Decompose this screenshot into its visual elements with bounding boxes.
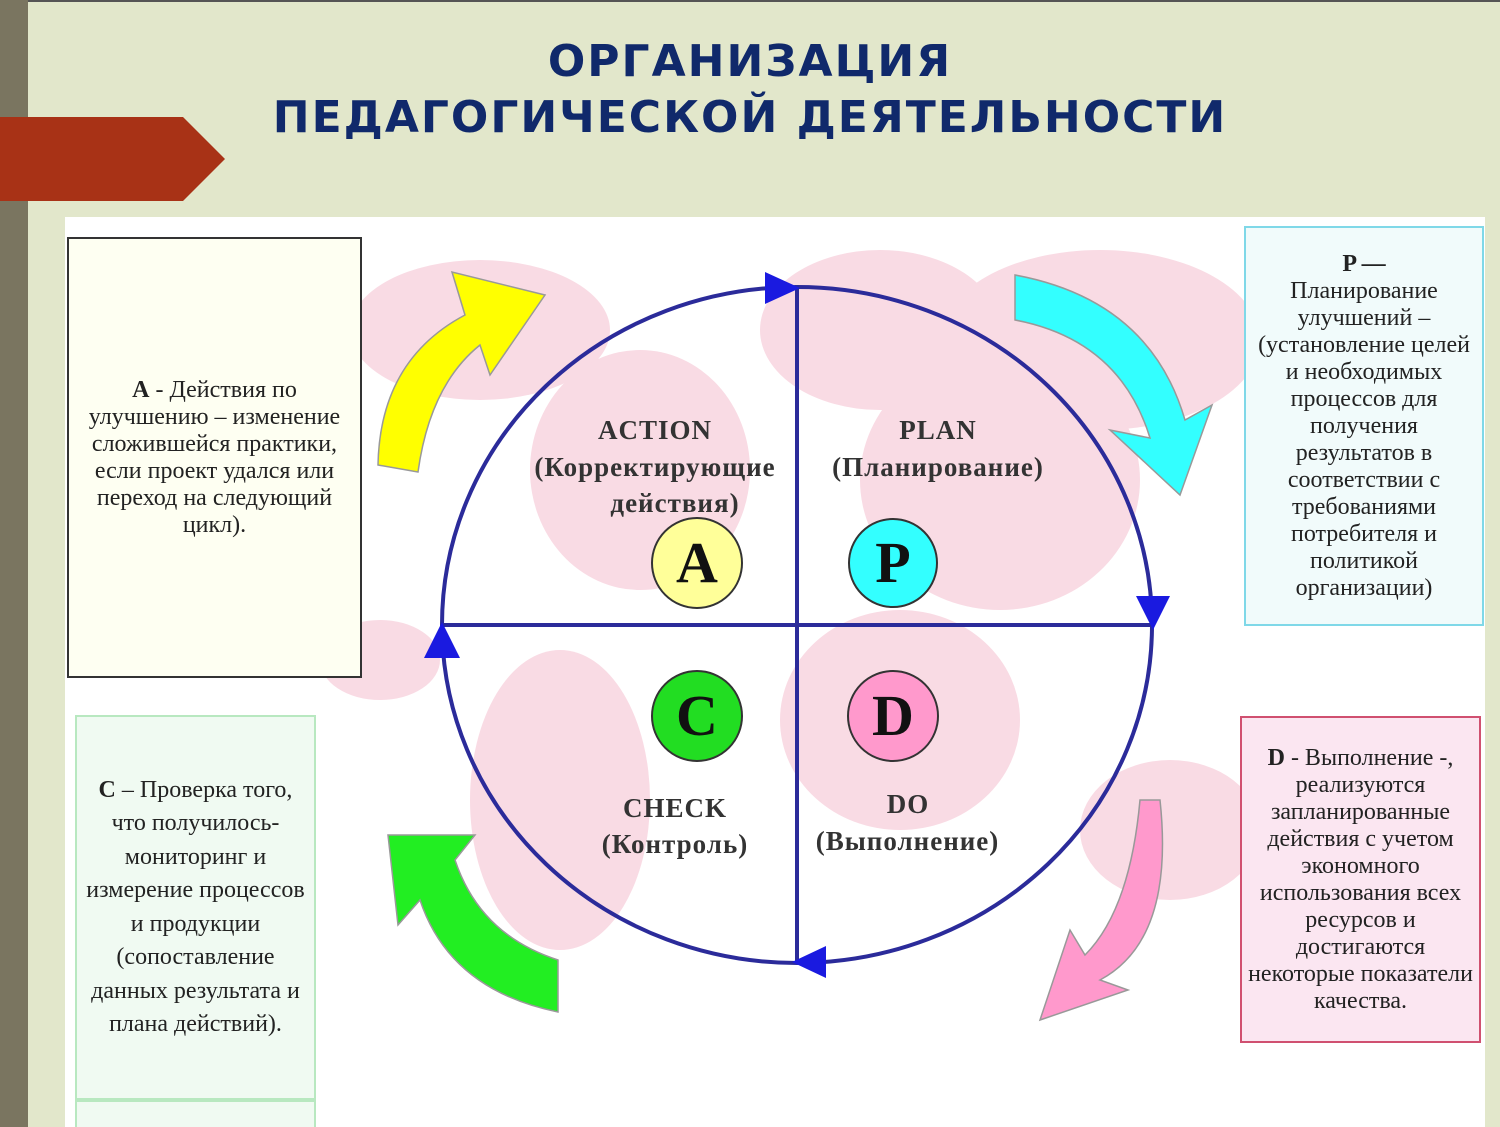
action-box-key: А [132,376,150,403]
cyan-curved-arrow [1014,274,1214,497]
arrowhead-bottom [792,946,826,978]
diagram-graphics [320,250,1260,1022]
check-box-key: С [98,776,116,803]
circle-a [651,517,743,609]
plan-label: PLAN [899,415,977,445]
yellow-curved-arrow [377,270,547,473]
check-description-box: С – Проверка того, что получилось- монит… [75,715,316,1100]
do-sub1: (Выполнение) [815,826,1000,856]
letter-p: P [875,530,911,595]
do-description-box: D - Выполнение -, реализуются запланиров… [1240,716,1481,1043]
arrowhead-right [1136,596,1170,630]
check-box-continuation [75,1100,316,1127]
check-label: CHECK [622,793,727,823]
circle-c [651,670,743,762]
arrowhead-top [765,272,800,304]
plan-box-key: P — [1342,250,1386,277]
action-box-text: - Действия по улучшению – изменение слож… [88,376,341,538]
letter-c: C [676,683,718,748]
letter-d: D [872,683,914,748]
check-box-text: – Проверка того, что получилось- монитор… [86,776,305,1038]
green-curved-arrow [387,834,559,1013]
pink-curved-arrow [1038,799,1164,1022]
do-box-text: - Выполнение -, реализуются запланирован… [1248,744,1473,1014]
check-sub1: (Контроль) [601,829,749,859]
action-label: ACTION [597,415,712,445]
title-line-1: ОРГАНИЗАЦИЯ [547,36,953,87]
plan-sub1: (Планирование) [832,452,1044,482]
title-line-2: ПЕДАГОГИЧЕСКОЙ ДЕЯТЕЛЬНОСТИ [272,92,1228,143]
red-arrow-decoration [0,117,225,201]
arrowhead-left [424,622,460,658]
action-sub2: действия) [610,488,740,518]
plan-box-text: Планирование улучшений – (установление ц… [1258,277,1470,601]
circle-p [848,518,938,608]
action-description-box: А - Действия по улучшению – изменение сл… [67,237,362,678]
top-border [0,0,1500,2]
letter-a: A [676,530,718,595]
do-label: DO [886,789,930,819]
circle-d [847,670,939,762]
do-box-key: D [1267,744,1285,771]
action-sub1: (Корректирующие [534,452,776,482]
plan-description-box: P —Планирование улучшений – (установлени… [1244,226,1484,626]
